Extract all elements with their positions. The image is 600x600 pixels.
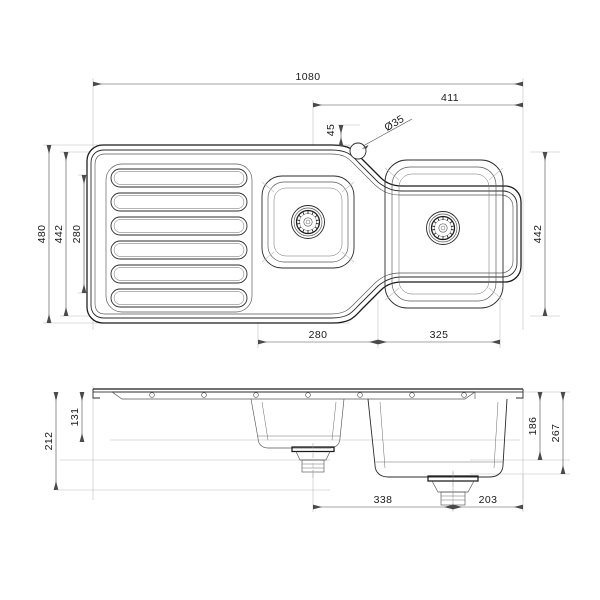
large-bowl-waste-grate bbox=[426, 211, 460, 245]
dimension-large-bowl-depth: 186 bbox=[527, 392, 543, 460]
dimension-drainer-depth: 280 bbox=[71, 175, 87, 293]
plan-view-group: 1080 411 45 Ø35 480 442 280 bbox=[36, 71, 560, 348]
mounting-clip bbox=[201, 392, 207, 398]
mounting-clip bbox=[253, 392, 259, 398]
mounting-clip bbox=[357, 392, 363, 398]
sink-elevation-outline bbox=[92, 388, 524, 478]
dimension-tap-hole-offset: 45 bbox=[325, 124, 344, 146]
small-bowl bbox=[261, 175, 355, 269]
tap-hole bbox=[349, 118, 413, 160]
mounting-clip bbox=[461, 392, 467, 398]
dimension-inner-depth-label: 442 bbox=[53, 225, 65, 244]
drainer-groove bbox=[110, 192, 248, 212]
drainer-groove bbox=[110, 288, 248, 308]
drainer-groove bbox=[110, 240, 248, 260]
drainer-groove bbox=[110, 264, 248, 284]
elevation-view-group: 212 131 186 267 338 203 bbox=[43, 386, 570, 512]
dimension-large-bowl-depth-label: 186 bbox=[527, 417, 539, 436]
dimension-right-section-width: 411 bbox=[313, 92, 523, 108]
dimension-overall-depth-label: 480 bbox=[36, 225, 48, 244]
dimension-small-bowl-height: 131 bbox=[69, 392, 85, 442]
dimension-elevation-overall-height-label: 212 bbox=[43, 432, 55, 451]
dimension-overall-depth: 480 bbox=[36, 145, 52, 323]
dimension-waste-left-offset: 338 bbox=[313, 494, 453, 510]
dimension-large-bowl-width-label: 325 bbox=[430, 329, 449, 341]
small-bowl-waste-grate bbox=[291, 205, 325, 239]
drainer-grooves bbox=[105, 163, 253, 313]
dimension-large-bowl-width: 325 bbox=[378, 329, 500, 345]
dimension-overall-width-label: 1080 bbox=[296, 71, 321, 83]
dimension-small-bowl-width: 280 bbox=[258, 329, 378, 345]
mounting-clip bbox=[409, 392, 415, 398]
dimension-waste-right-offset-label: 203 bbox=[479, 494, 498, 506]
dimension-elevation-overall-depth-label: 267 bbox=[550, 424, 562, 443]
mounting-clip bbox=[305, 392, 311, 398]
mounting-clip bbox=[149, 392, 155, 398]
dimension-tap-hole-offset-label: 45 bbox=[325, 124, 337, 136]
mounting-clips bbox=[149, 392, 467, 398]
dimension-inner-depth: 442 bbox=[53, 152, 69, 316]
dimension-right-section-width-label: 411 bbox=[441, 92, 459, 104]
dimension-right-bowl-depth: 442 bbox=[532, 152, 548, 316]
dimension-drainer-depth-label: 280 bbox=[71, 225, 83, 244]
elevation-extension-lines bbox=[60, 386, 570, 512]
drainer-groove bbox=[110, 216, 248, 236]
small-bowl-waste-outlet bbox=[291, 443, 335, 480]
sink-body-outline bbox=[86, 144, 522, 324]
dimension-elevation-overall-depth: 267 bbox=[550, 392, 566, 474]
dimension-waste-left-offset-label: 338 bbox=[374, 494, 393, 506]
dimension-right-bowl-depth-label: 442 bbox=[532, 225, 544, 244]
dimension-waste-right-offset: 203 bbox=[453, 494, 523, 510]
large-bowl bbox=[384, 159, 504, 309]
dimension-overall-width: 1080 bbox=[93, 71, 523, 87]
dimension-elevation-overall-height: 212 bbox=[43, 392, 330, 491]
dimension-small-bowl-width-label: 280 bbox=[309, 329, 328, 341]
drainer-groove bbox=[110, 168, 248, 188]
dimension-small-bowl-height-label: 131 bbox=[69, 408, 81, 427]
